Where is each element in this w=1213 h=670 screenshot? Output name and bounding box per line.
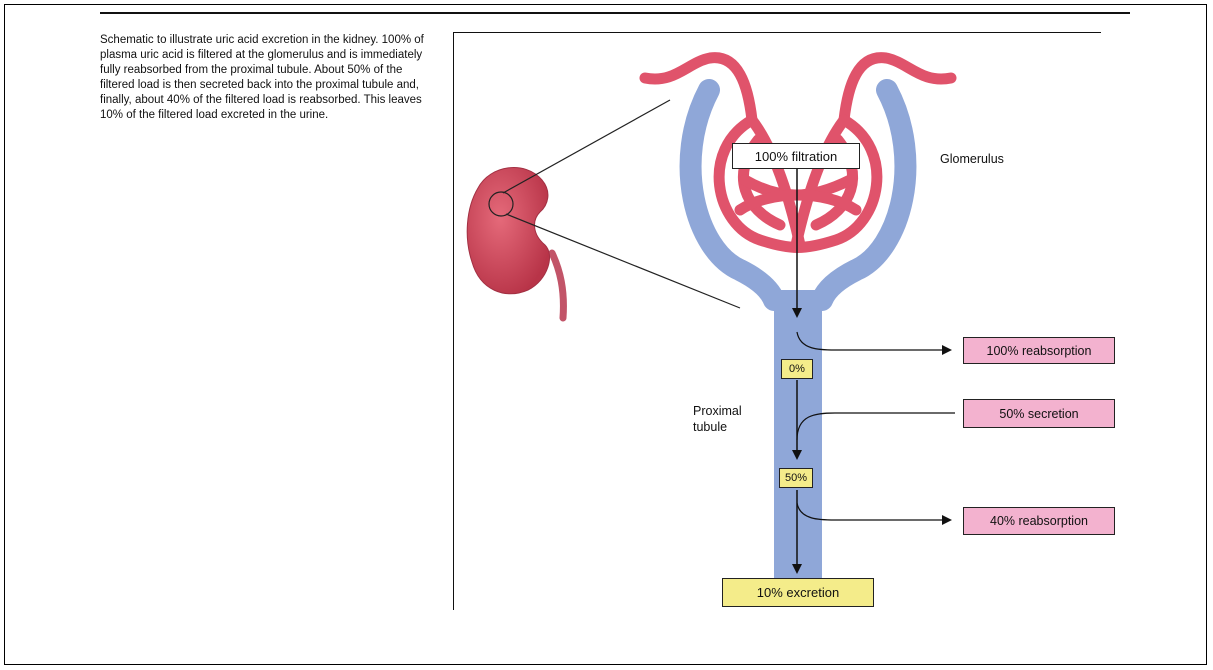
secretion-50-box: 50% secretion (963, 399, 1115, 428)
kidney-shape (467, 168, 549, 294)
fifty-percent-box: 50% (779, 468, 813, 488)
reabsorption-100-box: 100% reabsorption (963, 337, 1115, 364)
zoom-line-top (503, 100, 670, 193)
glomerulus-label: Glomerulus (940, 151, 1004, 167)
filtration-box: 100% filtration (732, 143, 860, 169)
proximal-tubule-label: Proximal tubule (693, 403, 742, 435)
proximal-tubule-label-line2: tubule (693, 419, 742, 435)
zero-percent-box: 0% (781, 359, 813, 379)
ureter (552, 253, 563, 318)
proximal-tubule-label-line1: Proximal (693, 403, 742, 419)
reabsorption-40-box: 40% reabsorption (963, 507, 1115, 535)
kidney-illustration (467, 168, 563, 318)
excretion-box: 10% excretion (722, 578, 874, 607)
